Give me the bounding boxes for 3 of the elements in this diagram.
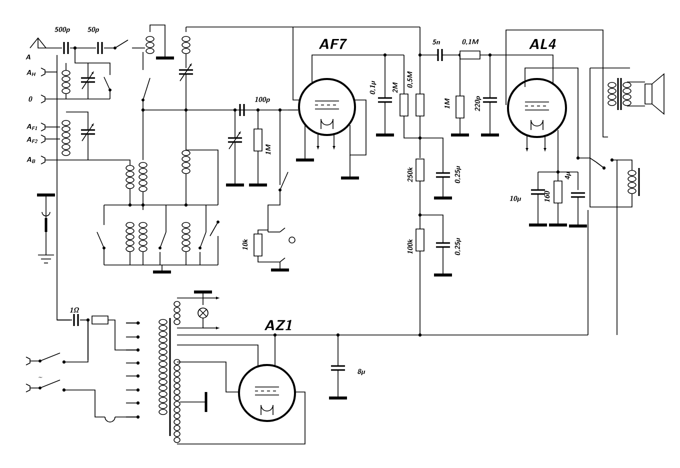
tube-label: AZ1 (264, 320, 292, 330)
tube-label: AL4 (529, 39, 556, 49)
tube-label: AF7 (319, 38, 347, 50)
